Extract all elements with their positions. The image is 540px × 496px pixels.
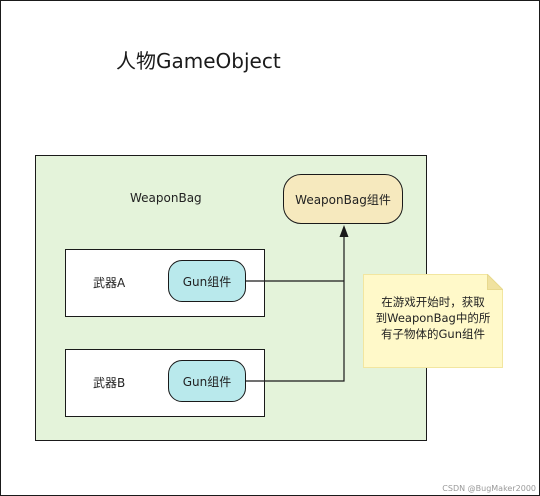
weapon-a-gun-component: Gun组件 [168, 260, 246, 302]
annotation-note: 在游戏开始时，获取 到WeaponBag中的所 有子物体的Gun组件 [363, 274, 503, 368]
watermark: CSDN @BugMaker2000 [442, 484, 536, 493]
note-text: 在游戏开始时，获取 到WeaponBag中的所 有子物体的Gun组件 [363, 294, 503, 342]
note-line: 到WeaponBag中的所 [375, 311, 491, 325]
note-line: 有子物体的Gun组件 [381, 327, 485, 341]
connector-b [246, 236, 345, 382]
weapon-a-label: 武器A [93, 276, 126, 290]
arrowhead [339, 225, 349, 237]
diagram-title: 人物GameObject [116, 49, 281, 73]
weaponbag-label: WeaponBag [130, 191, 202, 205]
weapon-b-label: 武器B [93, 376, 126, 390]
weapon-b-gun-component: Gun组件 [168, 360, 246, 402]
note-shape [363, 274, 503, 368]
weaponbag-component: WeaponBag组件 [283, 174, 403, 224]
note-line: 在游戏开始时，获取 [381, 295, 485, 309]
